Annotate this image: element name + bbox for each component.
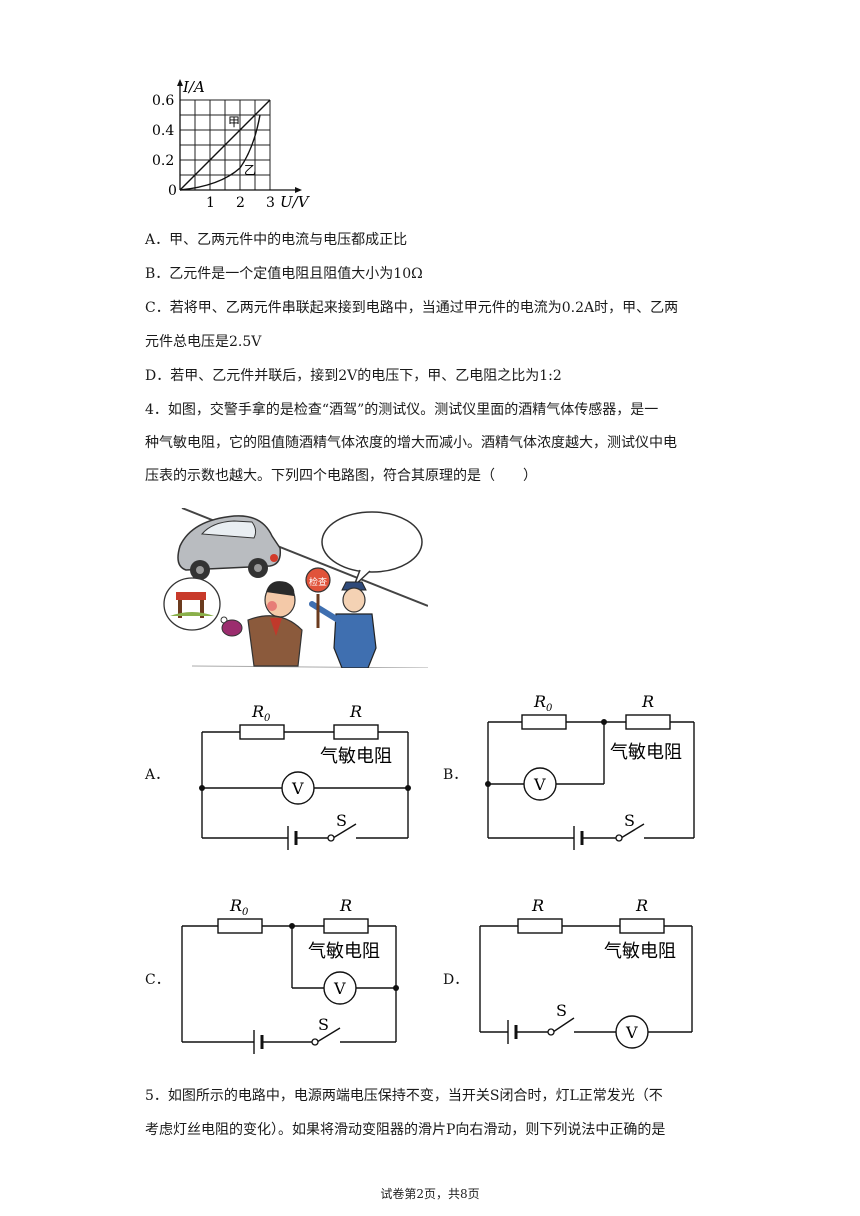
circuit-a-r: R (349, 702, 362, 721)
q4-stem-line-2: 种气敏电阻，它的阻值随酒精气体浓度的增大而减小。酒精气体浓度越大，测试仪中电 (145, 435, 677, 451)
y-tick-0-4: 0.4 (152, 123, 174, 139)
circuit-b-r0: R0 (533, 692, 553, 714)
traffic-police-cartoon: 检查 (162, 507, 429, 669)
cartoon-svg: 检查 (163, 507, 429, 669)
y-axis-arrow (177, 79, 183, 86)
circuit-d-r-right: R (635, 896, 648, 915)
circuit-d-switch: S (556, 1001, 567, 1020)
circuit-d-voltmeter: V (625, 1023, 638, 1042)
circuit-a-switch: S (336, 811, 347, 830)
circuit-a-sensor-label: 气敏电阻 (320, 746, 392, 767)
circuit-b: R0 R 气敏电阻 V S (485, 692, 695, 850)
x-tick-1: 1 (206, 195, 215, 211)
x-axis-label: U/V (280, 193, 311, 211)
circuit-c-switch: S (318, 1015, 329, 1034)
curve-yi (179, 114, 261, 191)
circuit-c-r0: R0 (229, 896, 249, 918)
y-tick-0-6: 0.6 (152, 93, 174, 109)
label-yi: 乙 (244, 163, 256, 177)
circuit-b-switch: S (624, 811, 635, 830)
circuit-d-sensor-label: 气敏电阻 (604, 941, 676, 962)
q5-stem-line-1: 5．如图所示的电路中，电源两端电压保持不变，当开关S闭合时，灯L正常发光（不 (145, 1088, 663, 1104)
car-icon (177, 515, 282, 580)
circuit-c: R0 R 气敏电阻 V S (181, 896, 399, 1054)
circuit-a-r0: R0 (251, 702, 271, 724)
q5-stem-line-2: 考虑灯丝电阻的变化）。如果将滑动变阻器的滑片P向右滑动，则下列说法中正确的是 (145, 1122, 666, 1138)
q3-option-c: C．若将甲、乙两元件串联起来接到电路中，当通过甲元件的电流为0.2A时，甲、乙两 (145, 300, 679, 316)
y-tick-0: 0 (168, 183, 177, 199)
q3-option-b: B．乙元件是一个定值电阻且阻值大小为10Ω (145, 266, 423, 282)
x-tick-2: 2 (236, 195, 245, 211)
police-officer-icon: 检查 (305, 567, 377, 669)
iu-graph-svg: I/A 0.6 0.4 0.2 0 1 2 3 U/V 甲 乙 (152, 78, 311, 211)
circuit-c-r: R (339, 896, 352, 915)
circuit-c-label: C． (145, 972, 170, 988)
x-axis-arrow (295, 187, 302, 193)
circuit-a: R0 R 气敏电阻 V S (199, 702, 411, 850)
cartoon-sign-text: 检查 (309, 576, 327, 588)
page-footer: 试卷第2页，共8页 (380, 1187, 480, 1201)
q4-stem-line-1: 4．如图，交警手拿的是检查“酒驾”的测试仪。测试仪里面的酒精气体传感器，是一 (145, 402, 659, 418)
label-jia: 甲 (228, 115, 240, 129)
x-tick-3: 3 (266, 195, 275, 211)
y-axis-label: I/A (182, 78, 205, 96)
speech-bubble-icon (321, 511, 423, 587)
circuit-a-voltmeter: V (291, 779, 304, 798)
iu-graph: I/A 0.6 0.4 0.2 0 1 2 3 U/V 甲 乙 (150, 70, 330, 220)
circuit-b-sensor-label: 气敏电阻 (610, 742, 682, 763)
q3-option-a: A．甲、乙两元件中的电流与电压都成正比 (145, 232, 408, 248)
circuit-d-label: D． (443, 972, 469, 988)
q3-option-c-cont: 元件总电压是2.5V (145, 334, 262, 350)
thought-bubble-icon (163, 577, 235, 631)
circuit-d: R R 气敏电阻 V S (479, 896, 693, 1049)
drunk-man-icon (221, 581, 303, 667)
circuit-c-voltmeter: V (333, 979, 346, 998)
circuit-b-r: R (641, 692, 654, 711)
circuit-c-sensor-label: 气敏电阻 (308, 941, 380, 962)
circuit-b-label: B． (443, 767, 468, 783)
q3-option-d: D．若甲、乙元件并联后，接到2V的电压下，甲、乙电阻之比为1:2 (145, 368, 562, 384)
circuit-b-voltmeter: V (533, 775, 546, 794)
y-tick-0-2: 0.2 (152, 153, 174, 169)
q4-stem-line-3: 压表的示数也越大。下列四个电路图，符合其原理的是（ ） (145, 468, 537, 484)
curve-jia (179, 99, 271, 191)
circuit-a-label: A． (145, 767, 170, 783)
circuit-d-r-left: R (531, 896, 544, 915)
